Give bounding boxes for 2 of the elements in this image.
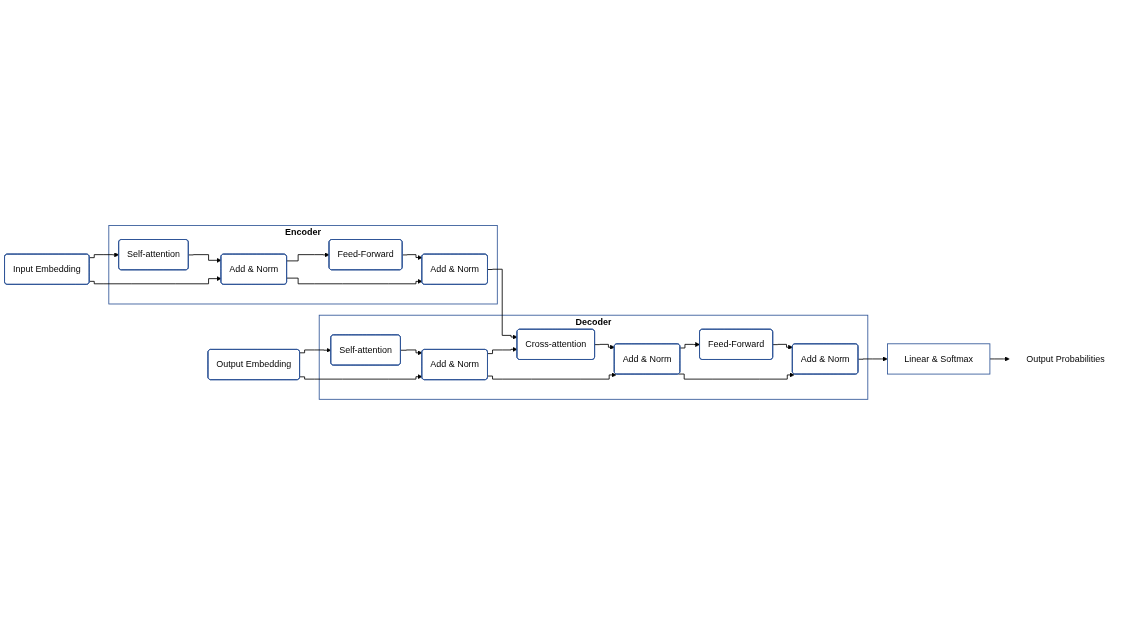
node-box: Linear & Softmax [887,342,991,375]
node-text: Output Probabilities [1026,353,1105,364]
